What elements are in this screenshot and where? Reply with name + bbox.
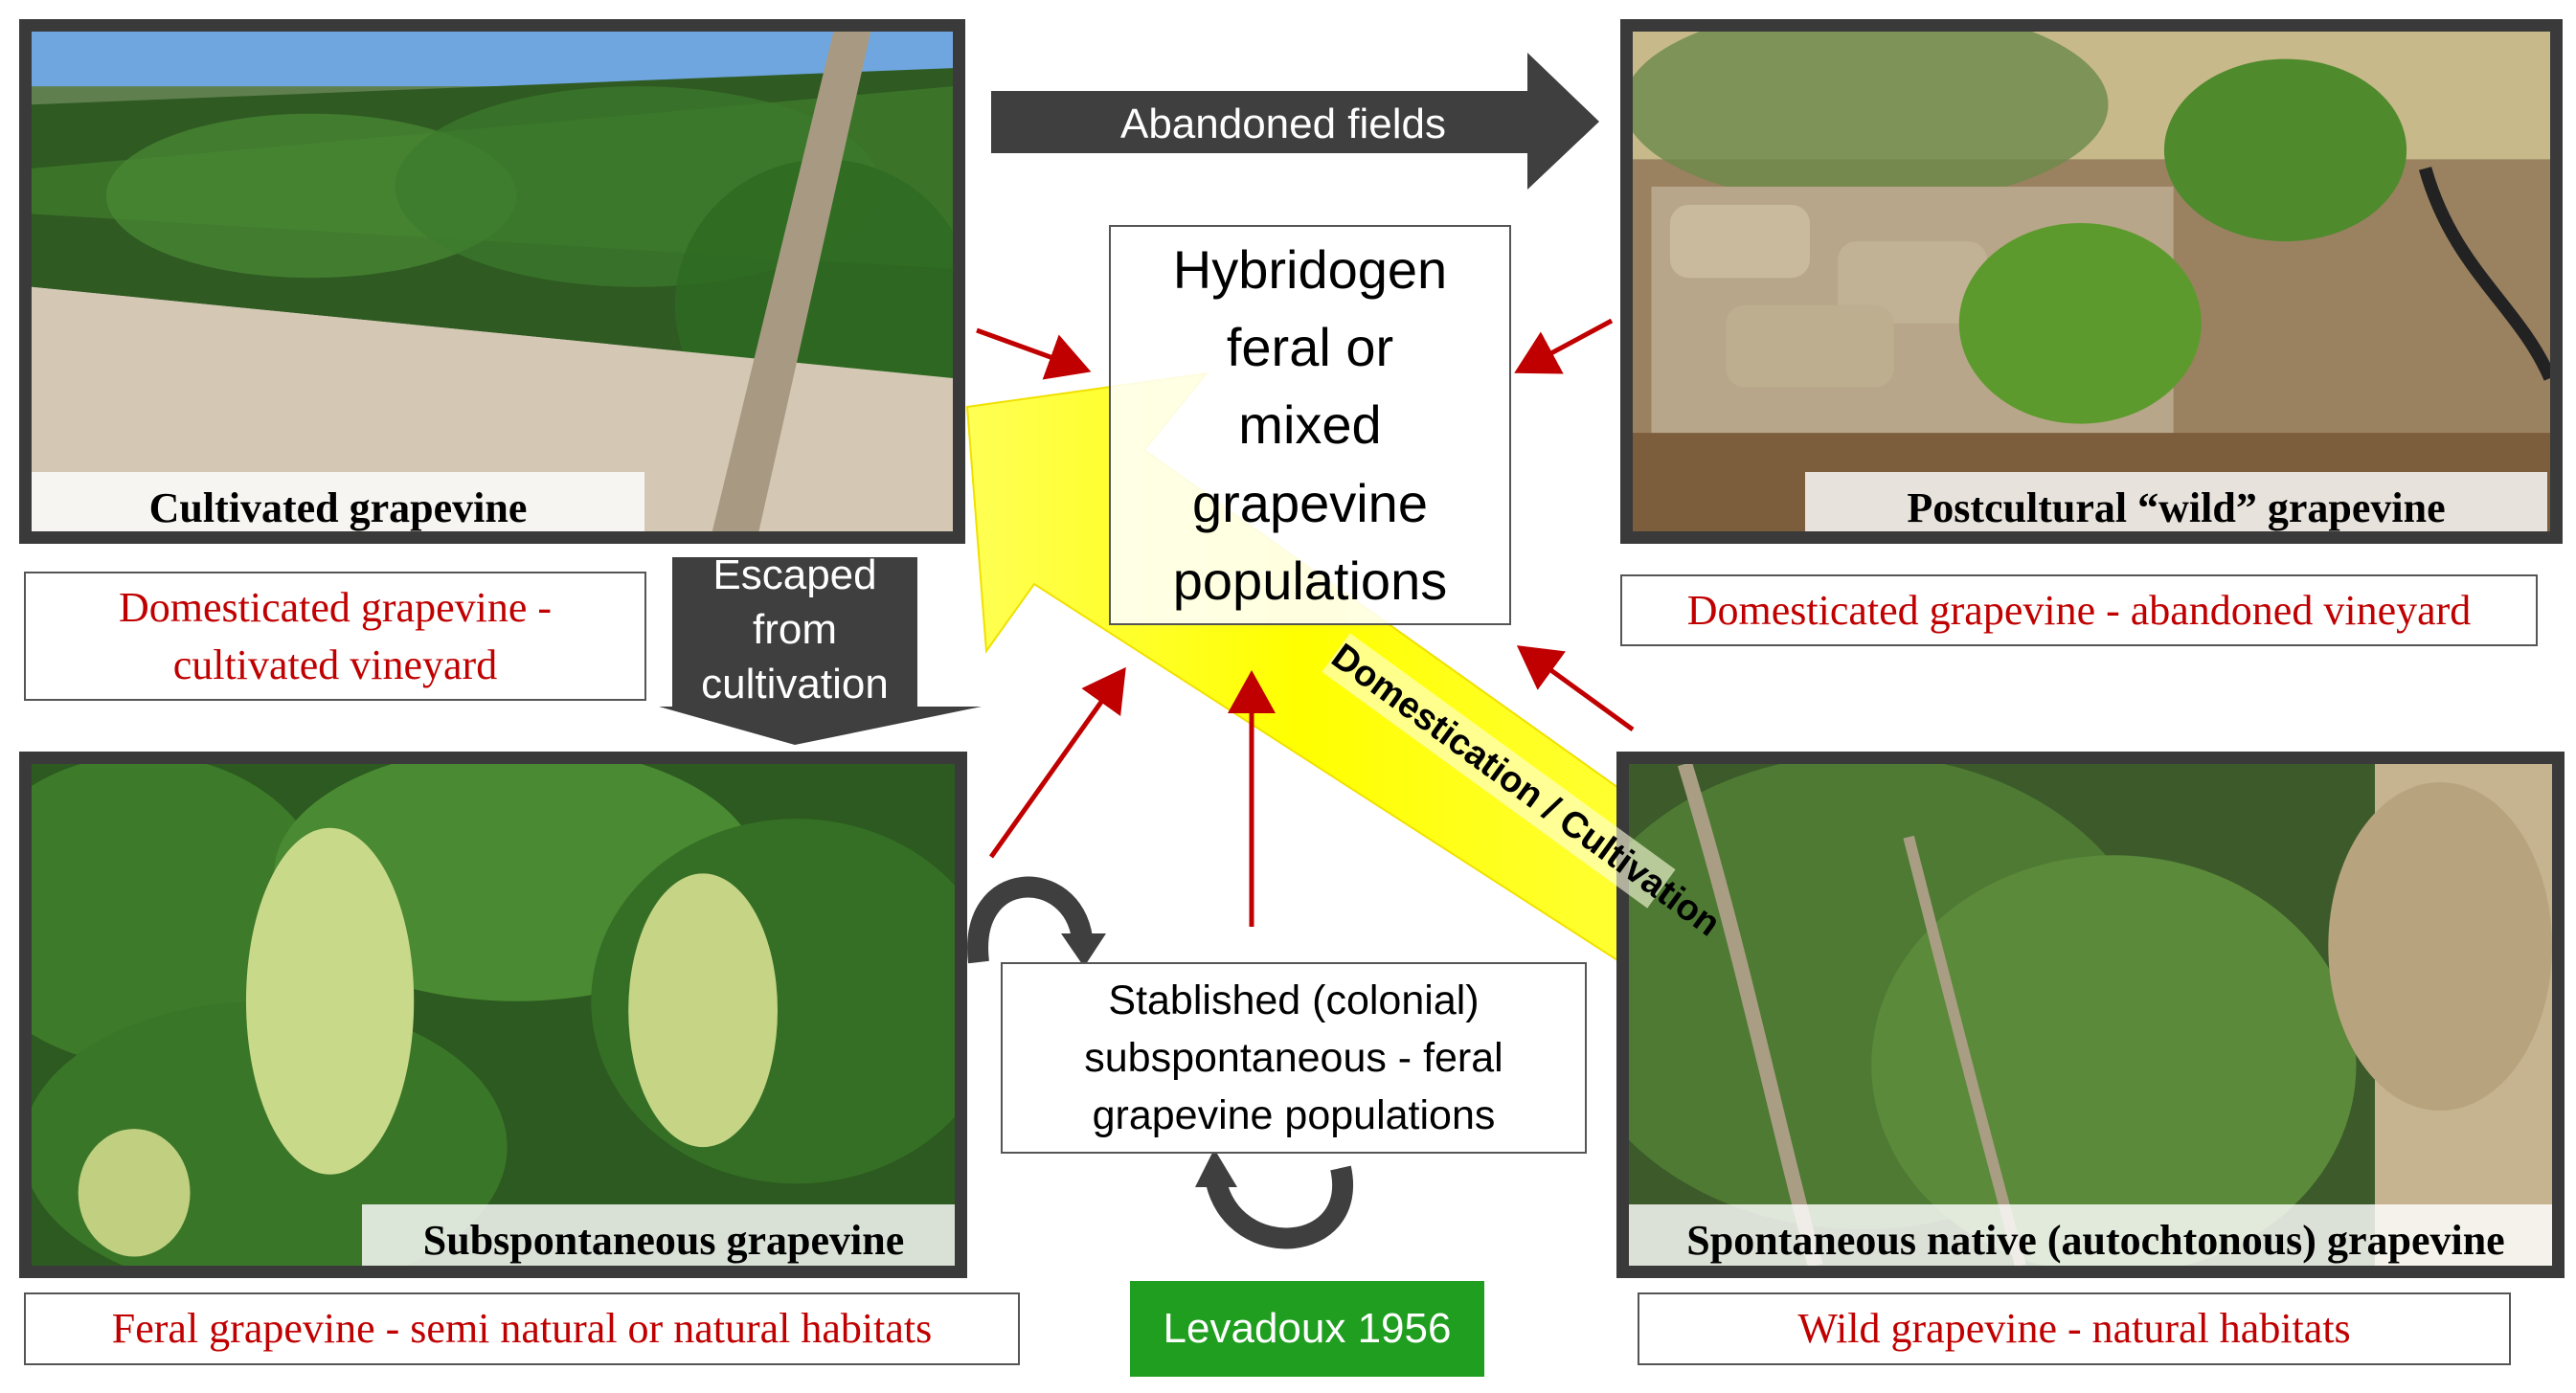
established-line3: grapevine populations (1084, 1087, 1503, 1144)
established-populations-box: Stablished (colonial) subspontaneous - f… (1001, 962, 1587, 1154)
caption-domesticated-cultivated: Domesticated grapevine - cultivated vine… (24, 572, 646, 701)
spontaneous-grapevine-photo: Spontaneous native (autochtonous) grapev… (1616, 752, 2565, 1278)
caption-feral: Feral grapevine - semi natural or natura… (24, 1292, 1020, 1365)
abandoned-fields-label: Abandoned fields (996, 96, 1570, 153)
caption-domesticated-cultivated-text: Domesticated grapevine - cultivated vine… (67, 579, 603, 693)
postcultural-grapevine-label: Postcultural “wild” grapevine (1805, 472, 2547, 544)
hybridogen-box: Hybridogen feral or mixed grapevine popu… (1109, 225, 1511, 625)
established-line2: subspontaneous - feral (1084, 1029, 1503, 1087)
hybridogen-line2: feral or (1173, 308, 1447, 386)
caption-domesticated-abandoned-text: Domesticated grapevine - abandoned viney… (1687, 582, 2472, 639)
postcultural-grapevine-photo: Postcultural “wild” grapevine (1620, 19, 2563, 544)
cultivated-grapevine-label: Cultivated grapevine (32, 472, 644, 544)
caption-feral-text: Feral grapevine - semi natural or natura… (112, 1300, 932, 1357)
subspontaneous-grapevine-label: Subspontaneous grapevine (362, 1204, 965, 1276)
hybridogen-line4: grapevine (1173, 464, 1447, 542)
cultivated-grapevine-photo: Cultivated grapevine (19, 19, 965, 544)
reference-badge: Levadoux 1956 (1130, 1281, 1484, 1377)
caption-domesticated-abandoned: Domesticated grapevine - abandoned viney… (1620, 574, 2538, 646)
hybridogen-line5: populations (1173, 542, 1447, 619)
caption-wild: Wild grapevine - natural habitats (1638, 1292, 2511, 1365)
subspontaneous-grapevine-photo: Subspontaneous grapevine (19, 752, 967, 1278)
escaped-label-line1: Escaped (675, 548, 915, 602)
hybridogen-line3: mixed (1173, 386, 1447, 463)
escaped-label: Escaped from cultivation (675, 548, 915, 712)
caption-wild-text: Wild grapevine - natural habitats (1797, 1300, 2350, 1357)
established-line1: Stablished (colonial) (1084, 972, 1503, 1029)
spontaneous-grapevine-label: Spontaneous native (autochtonous) grapev… (1629, 1204, 2563, 1276)
hybridogen-line1: Hybridogen (1173, 231, 1447, 308)
escaped-label-line2: from (675, 602, 915, 657)
escaped-label-line3: cultivation (675, 657, 915, 711)
